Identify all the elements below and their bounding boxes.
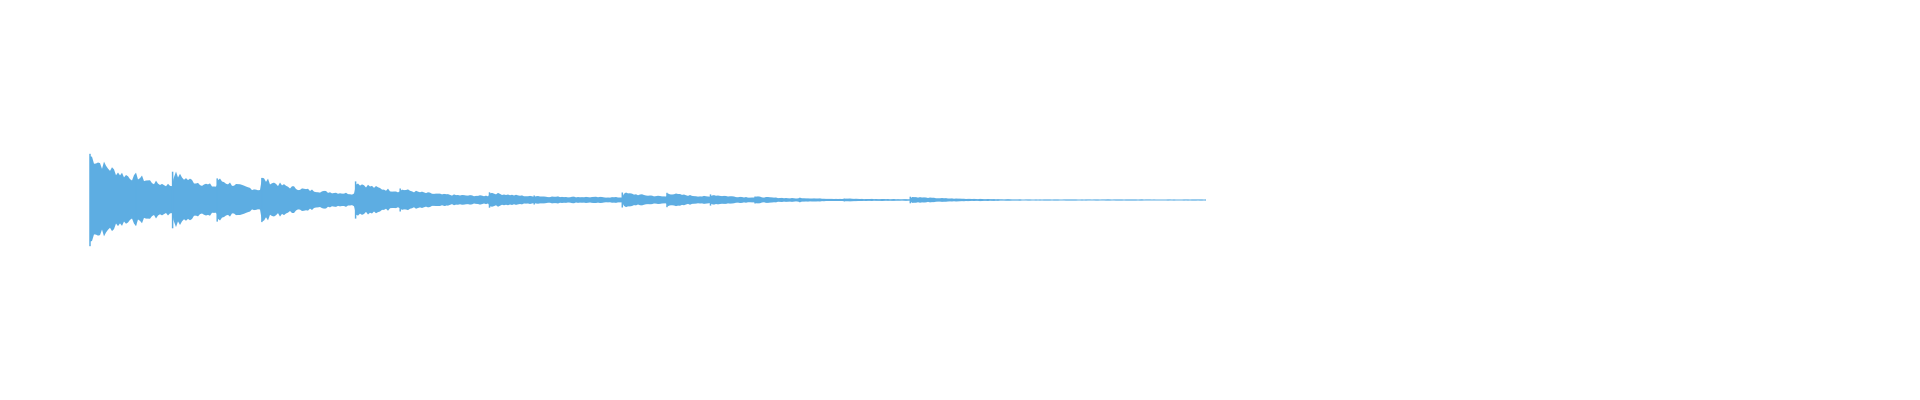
waveform-shapes bbox=[89, 153, 1206, 247]
waveform-envelope bbox=[90, 156, 1206, 242]
